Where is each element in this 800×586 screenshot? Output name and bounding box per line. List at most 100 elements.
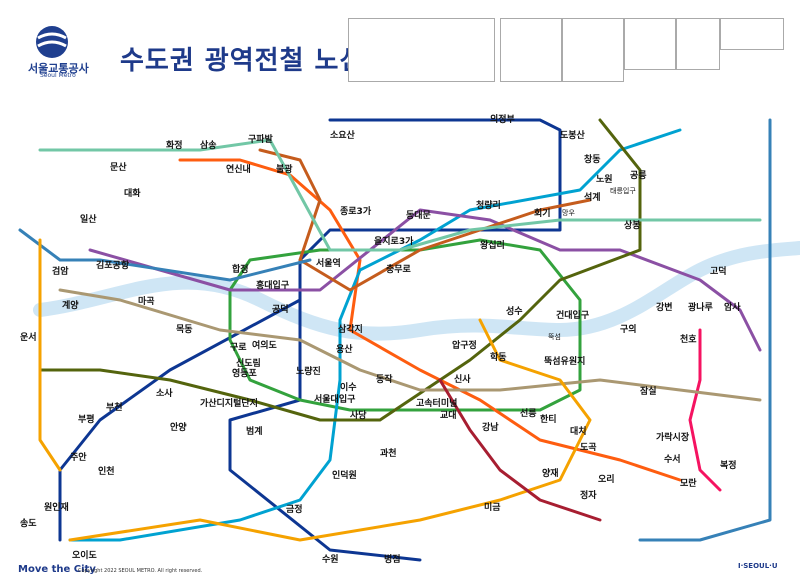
logo-sub: Seoul Metro xyxy=(40,72,76,79)
station-incheon[interactable]: 인천 xyxy=(98,467,115,477)
footer-right-brand: I·SEOUL·U xyxy=(738,562,778,570)
line-6 xyxy=(258,148,592,292)
station-gyodae[interactable]: 교대 xyxy=(440,411,457,421)
station-ttukseom[interactable]: 뚝섬유원지 xyxy=(544,357,586,367)
station-hongdae[interactable]: 홍대입구 xyxy=(256,281,290,291)
line-4 xyxy=(68,128,682,542)
station-dobongsan[interactable]: 도봉산 xyxy=(560,131,585,141)
station-gwangnaru[interactable]: 광나루 xyxy=(688,303,713,313)
station-jamsil[interactable]: 잠실 xyxy=(640,387,657,397)
station-moran[interactable]: 모란 xyxy=(680,479,697,489)
gyeongui-line xyxy=(38,138,762,252)
station-sinsa[interactable]: 신사 xyxy=(454,375,471,385)
station-hoegi[interactable]: 회기 xyxy=(534,209,551,219)
station-godeok[interactable]: 고덕 xyxy=(710,267,727,277)
station-jongno3ga[interactable]: 종로3가 xyxy=(340,207,372,217)
station-mangu[interactable]: 망우 xyxy=(562,209,575,217)
station-seoul[interactable]: 서울역 xyxy=(316,259,341,269)
station-gongdeok[interactable]: 공덕 xyxy=(272,305,289,315)
station-soyosan[interactable]: 소요산 xyxy=(330,131,355,141)
station-mokdong[interactable]: 목동 xyxy=(176,325,193,335)
station-bupyeong[interactable]: 부평 xyxy=(78,415,95,425)
station-hwajeong[interactable]: 화정 xyxy=(166,141,183,151)
station-oido[interactable]: 오이도 xyxy=(72,551,97,561)
station-unseo[interactable]: 운서 xyxy=(20,333,37,343)
station-yangjae[interactable]: 양재 xyxy=(542,469,559,479)
station-byeongjeom[interactable]: 병점 xyxy=(384,555,401,565)
station-ilsan[interactable]: 일산 xyxy=(80,215,97,225)
station-jeongja[interactable]: 정자 xyxy=(580,491,597,501)
station-yeouido[interactable]: 여의도 xyxy=(252,341,277,351)
station-songdo[interactable]: 송도 xyxy=(20,519,37,529)
station-anyang[interactable]: 안양 xyxy=(170,423,187,433)
station-gangbyeon[interactable]: 강변 xyxy=(656,303,673,313)
station-hapjeong[interactable]: 합정 xyxy=(232,265,249,275)
station-geumjeong[interactable]: 금정 xyxy=(286,505,303,515)
station-indeogwon[interactable]: 인덕원 xyxy=(332,471,357,481)
station-migeum[interactable]: 미금 xyxy=(484,503,501,513)
station-hanti[interactable]: 한티 xyxy=(540,415,557,425)
station-dogok[interactable]: 도곡 xyxy=(580,443,597,453)
station-seongsu[interactable]: 성수 xyxy=(506,307,523,317)
station-euljiro3ga[interactable]: 을지로3가 xyxy=(374,237,414,247)
station-guro[interactable]: 구로 xyxy=(230,343,247,353)
station-bokjeong[interactable]: 복정 xyxy=(720,461,737,471)
airport-line xyxy=(18,228,312,282)
station-daechi[interactable]: 대치 xyxy=(570,427,587,437)
station-suseo[interactable]: 수서 xyxy=(664,455,681,465)
station-sosa[interactable]: 소사 xyxy=(156,389,173,399)
station-ori[interactable]: 오리 xyxy=(598,475,615,485)
station-dongdaemun[interactable]: 동대문 xyxy=(406,211,431,221)
station-beomgye[interactable]: 범계 xyxy=(246,427,263,437)
station-geomam[interactable]: 검암 xyxy=(52,267,69,277)
station-cheonho[interactable]: 천호 xyxy=(680,335,697,345)
station-seokgye[interactable]: 석계 xyxy=(584,193,601,203)
station-yongsan[interactable]: 용산 xyxy=(336,345,353,355)
line-9 xyxy=(58,288,762,402)
station-guui[interactable]: 구의 xyxy=(620,325,637,335)
station-geondae[interactable]: 건대입구 xyxy=(556,311,590,321)
station-sindorim[interactable]: 신도림 xyxy=(236,359,261,369)
station-juan[interactable]: 주안 xyxy=(70,453,87,463)
station-konkuk[interactable]: 뚝섬 xyxy=(548,333,561,341)
station-samgakji[interactable]: 삼각지 xyxy=(338,325,363,335)
station-daehwa[interactable]: 대화 xyxy=(124,189,141,199)
station-dongjak[interactable]: 동작 xyxy=(376,375,393,385)
station-changdong[interactable]: 창동 xyxy=(584,155,601,165)
station-munsan[interactable]: 문산 xyxy=(110,163,127,173)
station-samsong[interactable]: 삼송 xyxy=(200,141,217,151)
station-sadang[interactable]: 사당 xyxy=(350,411,367,421)
line-2 xyxy=(228,238,582,412)
station-chungmuro[interactable]: 충무로 xyxy=(386,265,411,275)
station-gasan[interactable]: 가산디지털단지 xyxy=(200,399,258,409)
station-apgujeong[interactable]: 압구정 xyxy=(452,341,477,351)
station-gimpo-airport[interactable]: 김포공항 xyxy=(96,261,130,271)
station-suwon[interactable]: 수원 xyxy=(322,555,339,565)
footer-brand: Move the City xyxy=(18,564,96,575)
station-woninjae[interactable]: 원인재 xyxy=(44,503,69,513)
station-nowon[interactable]: 노원 xyxy=(596,175,613,185)
station-hakdong[interactable]: 학동 xyxy=(490,353,507,363)
station-isu[interactable]: 이수 xyxy=(340,383,357,393)
station-gwacheon[interactable]: 과천 xyxy=(380,449,397,459)
station-taereung[interactable]: 태릉입구 xyxy=(610,187,636,195)
station-noryangjin[interactable]: 노량진 xyxy=(296,367,321,377)
station-gupabal[interactable]: 구파발 xyxy=(248,135,273,145)
station-seoul-univ[interactable]: 서울대입구 xyxy=(314,395,356,405)
station-gyeyang[interactable]: 계양 xyxy=(62,301,79,311)
station-amsa[interactable]: 암사 xyxy=(724,303,741,313)
station-wangsimni[interactable]: 왕십리 xyxy=(480,241,505,251)
station-cheongnyangni[interactable]: 청량리 xyxy=(476,201,501,211)
station-gangnam[interactable]: 강남 xyxy=(482,423,499,433)
station-seolleung[interactable]: 선릉 xyxy=(520,409,537,419)
station-uijeongbu[interactable]: 의정부 xyxy=(490,115,515,125)
station-express-bus[interactable]: 고속터미널 xyxy=(416,399,458,409)
station-yeongdeungpo[interactable]: 영등포 xyxy=(232,369,257,379)
station-bulgwang[interactable]: 불광 xyxy=(276,165,293,175)
station-bucheon[interactable]: 부천 xyxy=(106,403,123,413)
station-sangbong[interactable]: 상봉 xyxy=(624,221,641,231)
station-yeonsinnae[interactable]: 연신내 xyxy=(226,165,251,175)
station-magok[interactable]: 마곡 xyxy=(138,297,155,307)
station-gongneung[interactable]: 공릉 xyxy=(630,171,647,181)
station-garak[interactable]: 가락시장 xyxy=(656,433,690,443)
